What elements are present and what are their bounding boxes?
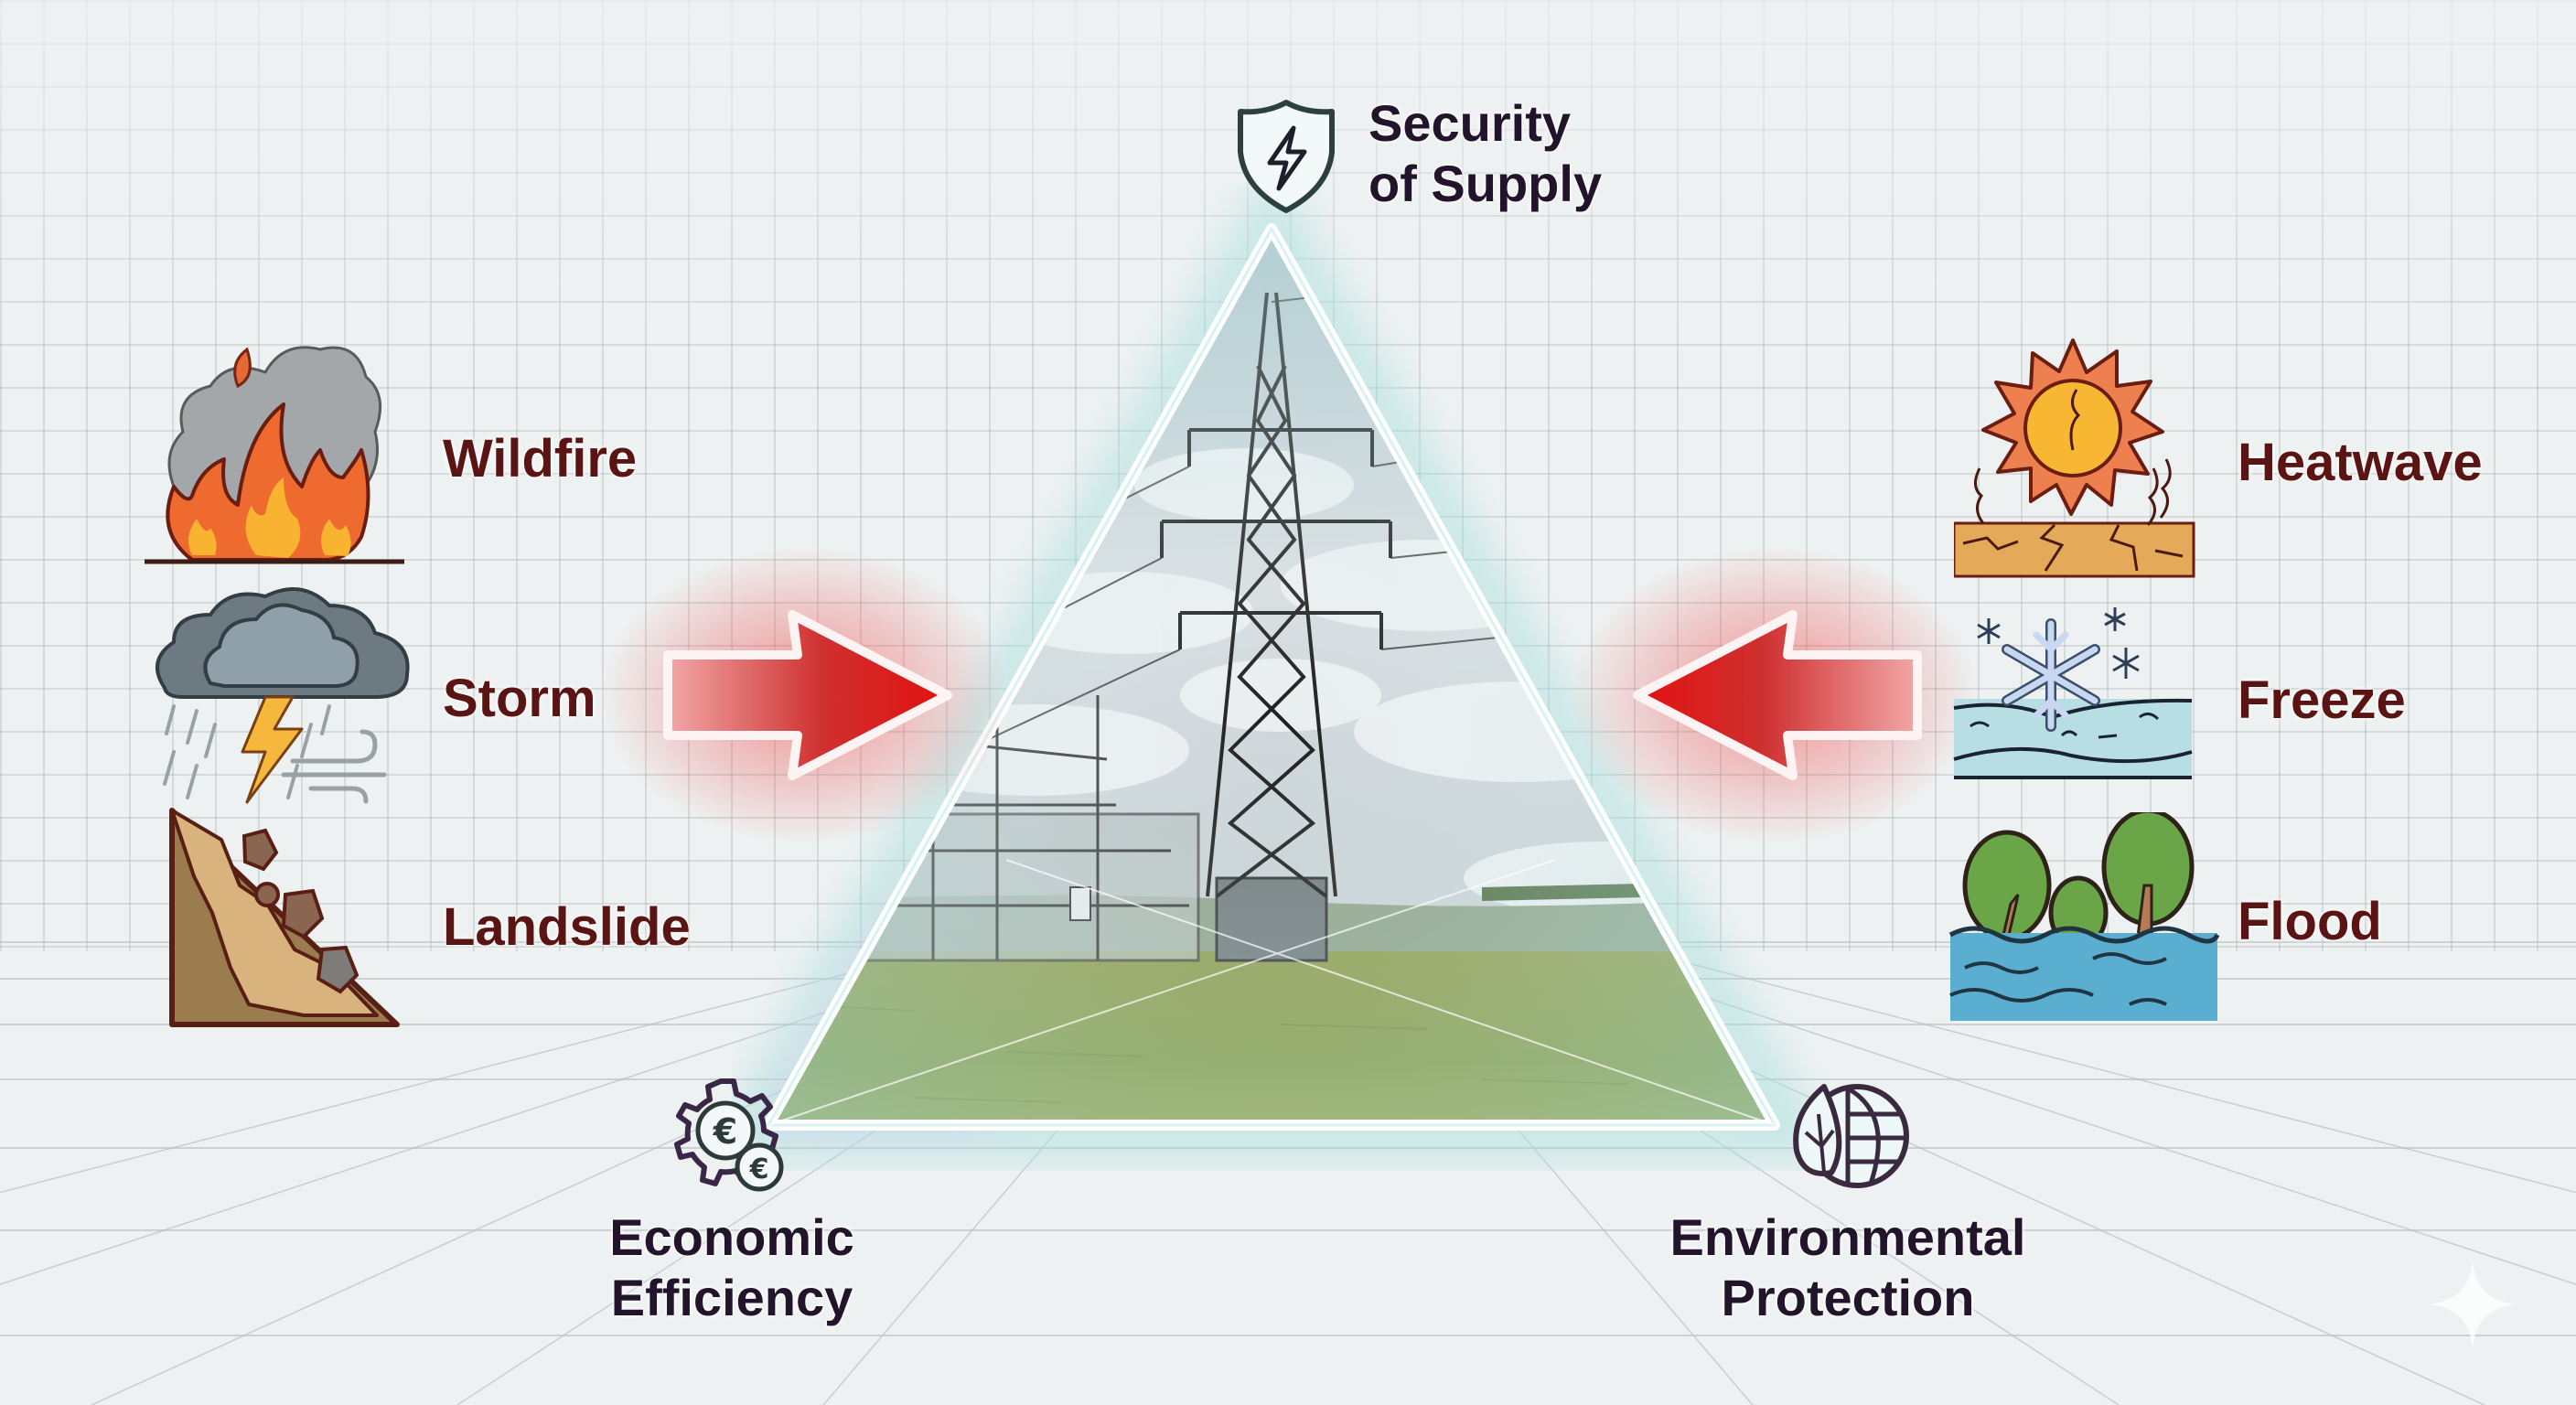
pillar-economic-efficiency: Economic Efficiency <box>595 1207 869 1328</box>
hazard-label-flood: Flood <box>2238 892 2382 951</box>
pillar-top-line2: of Supply <box>1368 155 1603 212</box>
hazard-label-freeze: Freeze <box>2238 670 2406 730</box>
shield-lightning-icon <box>1233 97 1339 220</box>
heatwave-icon <box>1952 331 2210 583</box>
landslide-icon <box>166 803 404 1036</box>
pillar-bottom-right-line2: Protection <box>1721 1269 1975 1326</box>
hazard-label-landslide: Landslide <box>443 897 691 957</box>
arrow-left-icon <box>1633 610 1922 780</box>
arrow-right-icon <box>663 610 952 780</box>
hazard-label-wildfire: Wildfire <box>443 429 638 488</box>
flood-icon <box>1947 808 2221 1027</box>
wildfire-icon <box>137 322 412 574</box>
pillar-environmental-protection: Environmental Protection <box>1637 1207 2058 1328</box>
pillar-top-line1: Security <box>1368 94 1571 152</box>
storm-icon <box>146 578 421 811</box>
pillar-bottom-left-line2: Efficiency <box>610 1269 853 1326</box>
hazard-label-heatwave: Heatwave <box>2238 433 2483 492</box>
pillar-bottom-left-line1: Economic <box>609 1208 854 1266</box>
pillar-security-of-supply: Security of Supply <box>1368 93 1602 214</box>
svg-text:€: € <box>749 1153 769 1185</box>
hazard-label-storm: Storm <box>443 669 596 728</box>
svg-text:€: € <box>713 1111 737 1152</box>
leaf-globe-icon <box>1784 1078 1912 1201</box>
pillar-bottom-right-line1: Environmental <box>1669 1208 2026 1266</box>
freeze-icon <box>1952 598 2199 786</box>
sparkle-watermark-icon <box>2429 1260 2517 1348</box>
gear-euro-coins-icon: € € <box>668 1070 796 1203</box>
